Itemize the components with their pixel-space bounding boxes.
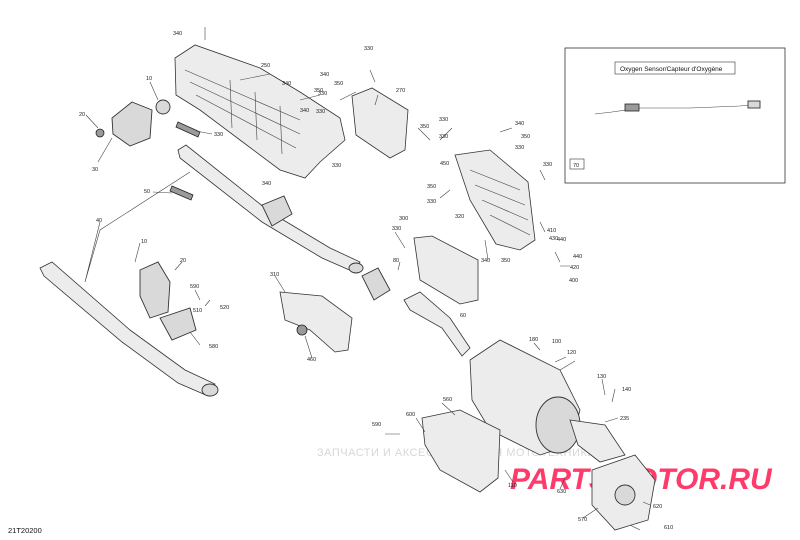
callout-number: 330 <box>318 91 327 97</box>
callout-number: 50 <box>144 189 150 195</box>
oxygen-sensor-inset-title: Oxygen Sensor/Capteur d'Oxygène <box>620 66 723 73</box>
callout-number: 510 <box>193 308 202 314</box>
heat-shield-320-ribs <box>469 169 531 236</box>
callout-number: 570 <box>578 517 587 523</box>
callout-number: 330 <box>439 117 448 123</box>
callout-number: 350 <box>314 88 323 94</box>
callout-number: 520 <box>220 305 229 311</box>
callout-number: 340 <box>481 258 490 264</box>
heat-shield-upper <box>174 44 346 179</box>
rear-guard-hole <box>614 484 636 506</box>
callout-number: 300 <box>399 216 408 222</box>
oxygen-sensor-callout: 70 <box>573 163 579 169</box>
callout-number: 430 <box>549 236 558 242</box>
callout-number: 330 <box>364 46 373 52</box>
bolt-20 <box>95 128 105 138</box>
callout-number: 330 <box>392 226 401 232</box>
mid-bracket <box>279 291 353 353</box>
callout-number: 450 <box>440 161 449 167</box>
spring-lower <box>169 185 194 201</box>
callout-number: 30 <box>92 167 98 173</box>
callout-number: 110 <box>508 483 517 489</box>
callout-number: 330 <box>427 199 436 205</box>
drawing-number: 21T20200 <box>8 526 42 535</box>
exhaust-flange <box>111 101 153 147</box>
callout-number: 340 <box>262 181 271 187</box>
heat-shield-ribs <box>184 69 301 155</box>
callout-number: 350 <box>334 81 343 87</box>
callout-number: 10 <box>146 76 152 82</box>
exhaust-clamp <box>361 267 391 301</box>
callout-number: 590 <box>190 284 199 290</box>
upper-bracket <box>413 235 479 305</box>
callout-number: 340 <box>173 31 182 37</box>
callout-number: 330 <box>332 163 341 169</box>
callout-number: 630 <box>557 489 566 495</box>
callout-number: 40 <box>96 218 102 224</box>
oxygen-sensor-connector <box>747 100 761 109</box>
callout-number: 340 <box>515 121 524 127</box>
callout-number: 410 <box>547 228 556 234</box>
callout-number: 60 <box>460 313 466 319</box>
callout-number: 80 <box>393 258 399 264</box>
callout-number: 120 <box>567 350 576 356</box>
callout-number: 350 <box>427 184 436 190</box>
heat-shield-320 <box>454 149 536 251</box>
callout-number: 320 <box>455 214 464 220</box>
callout-number: 600 <box>406 412 415 418</box>
callout-number: 20 <box>79 112 85 118</box>
callout-number: 440 <box>573 254 582 260</box>
callout-number: 350 <box>521 134 530 140</box>
pipe-end <box>348 262 364 274</box>
callout-number: 10 <box>141 239 147 245</box>
callout-number: 400 <box>569 278 578 284</box>
gasket-ring <box>155 99 171 115</box>
callout-number: 330 <box>515 145 524 151</box>
heat-shield-270 <box>351 87 409 159</box>
callout-number: 620 <box>653 504 662 510</box>
lower-pipe-end <box>201 383 219 397</box>
callout-number: 420 <box>570 265 579 271</box>
spring-upper <box>175 121 201 138</box>
callout-number: 610 <box>664 525 673 531</box>
mid-exhaust-pipe <box>403 291 471 357</box>
callout-number: 440 <box>557 237 566 243</box>
callout-number: 330 <box>316 109 325 115</box>
callout-number: 350 <box>420 124 429 130</box>
callout-number: 180 <box>529 337 538 343</box>
callout-number: 235 <box>620 416 629 422</box>
leader-lines <box>84 27 651 531</box>
callout-number: 270 <box>396 88 405 94</box>
callout-number: 460 <box>307 357 316 363</box>
lower-flange <box>139 261 171 319</box>
oxygen-sensor-wire <box>594 103 761 115</box>
callout-number: 330 <box>439 134 448 140</box>
callout-labels: 340 250 10 20 30 330 50 40 340 330 340 3… <box>79 31 673 531</box>
callout-number: 350 <box>501 258 510 264</box>
callout-number: 140 <box>622 387 631 393</box>
lower-bracket <box>159 307 197 341</box>
oxygen-sensor-inset-title-box <box>614 61 736 75</box>
callout-number: 310 <box>270 272 279 278</box>
callout-number: 560 <box>443 397 452 403</box>
pipe-clamp-bracket <box>261 195 293 227</box>
callout-number: 340 <box>300 108 309 114</box>
callout-number: 250 <box>261 63 270 69</box>
callout-number: 330 <box>543 162 552 168</box>
callout-number: 100 <box>552 339 561 345</box>
callout-number: 20 <box>180 258 186 264</box>
oxygen-sensor-callout-box <box>569 158 585 170</box>
callout-number: 580 <box>209 344 218 350</box>
lower-shield-560 <box>421 409 501 493</box>
callout-number: 340 <box>320 72 329 78</box>
callout-number: 130 <box>597 374 606 380</box>
callout-number: 340 <box>282 81 291 87</box>
oxygen-sensor-body <box>624 103 640 112</box>
muffler-guard-235 <box>569 419 626 463</box>
callout-number: 590 <box>372 422 381 428</box>
grommet-460 <box>296 324 308 336</box>
callout-number: 330 <box>214 132 223 138</box>
